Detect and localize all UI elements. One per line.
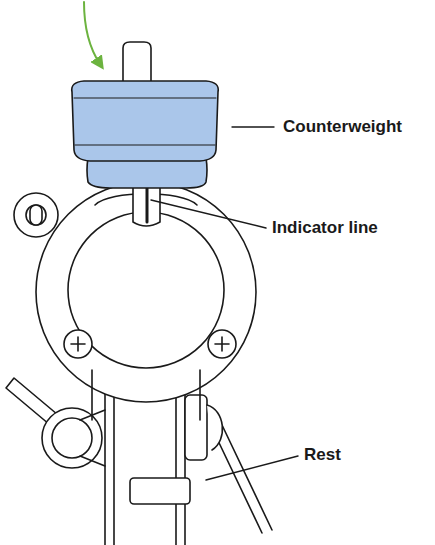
indicator-mark [146, 186, 149, 222]
part-label: Indicator line [272, 218, 378, 238]
adjustment-knob [14, 193, 58, 237]
part-label: Rest [304, 445, 341, 465]
screw [64, 330, 236, 358]
counterweight [72, 81, 219, 188]
locking-lever [6, 378, 105, 468]
top-post [123, 42, 151, 84]
leader-line [151, 127, 298, 480]
support-rod [212, 425, 272, 533]
pointer-arrow [84, 2, 100, 64]
part-label: Counterweight [283, 117, 402, 137]
